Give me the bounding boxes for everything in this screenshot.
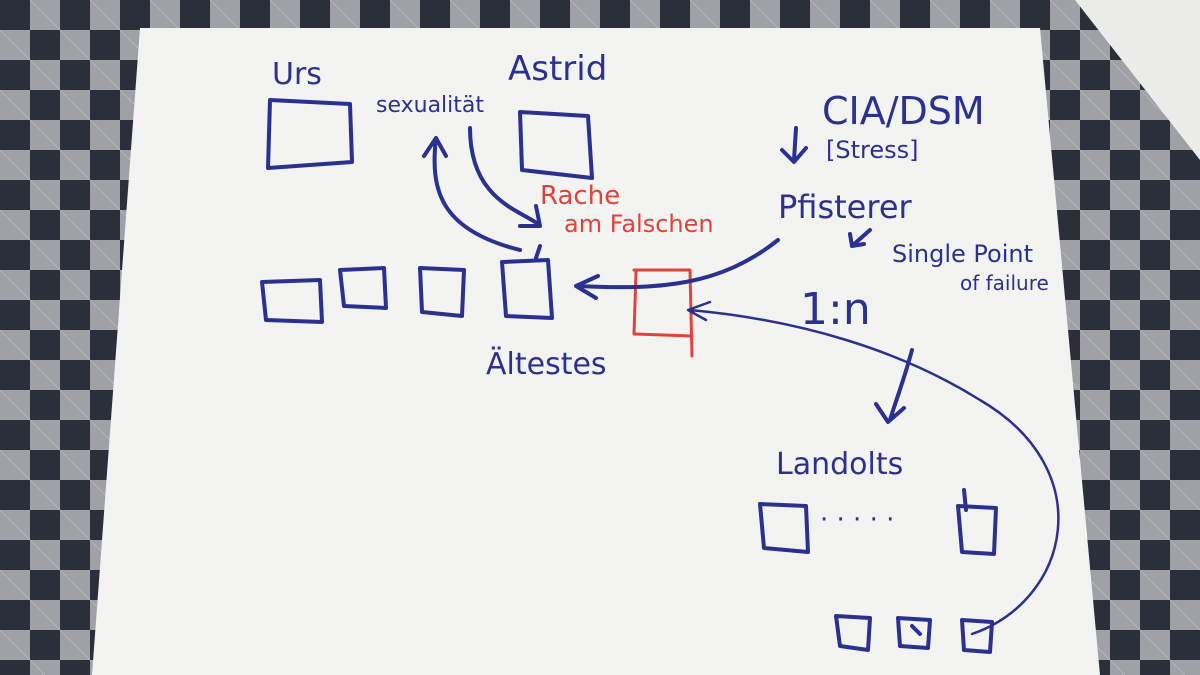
arrow-cia-down xyxy=(780,126,808,164)
label-landolts: Landolts xyxy=(776,447,903,482)
label-pfisterer: Pfisterer xyxy=(778,188,913,226)
label-single-point: Single Point xyxy=(892,240,1033,268)
label-cia: CIA/DSM xyxy=(822,89,985,133)
arrow-down-to-box xyxy=(468,126,542,228)
label-urs: Urs xyxy=(272,57,322,92)
label-stress: [Stress] xyxy=(826,136,918,164)
label-ratio: 1:n xyxy=(800,284,871,335)
box-row-1 xyxy=(260,278,324,324)
box-bottom-1 xyxy=(834,614,872,652)
box-bottom-3 xyxy=(960,618,994,654)
box-bottom-2 xyxy=(896,616,932,650)
label-astrid: Astrid xyxy=(508,49,607,89)
label-aeltestes: Ältestes xyxy=(486,346,607,382)
box-landolts-right xyxy=(956,488,998,556)
arrow-pfisterer-to-aeltestes xyxy=(574,238,780,300)
label-of-failure: of failure xyxy=(960,271,1049,295)
box-urs xyxy=(266,98,354,170)
label-am-falschen: am Falschen xyxy=(564,210,714,238)
arrow-up-to-sex xyxy=(422,136,522,252)
box-aeltestes xyxy=(500,244,554,320)
label-sexualitaet: sexualität xyxy=(376,93,484,118)
arrow-ratio-down xyxy=(874,348,914,424)
box-row-3 xyxy=(418,266,466,318)
arrow-curve-to-red xyxy=(686,300,1060,636)
paper-corner xyxy=(1075,0,1200,160)
paper-sheet xyxy=(92,28,1100,675)
arrow-to-pfisterer xyxy=(848,228,872,248)
box-landolts-left xyxy=(758,502,810,554)
label-dots: · · · · · xyxy=(820,505,894,535)
box-row-2 xyxy=(338,266,388,310)
box-astrid xyxy=(518,110,594,180)
box-red xyxy=(632,268,694,358)
label-rache: Rache xyxy=(540,181,620,211)
